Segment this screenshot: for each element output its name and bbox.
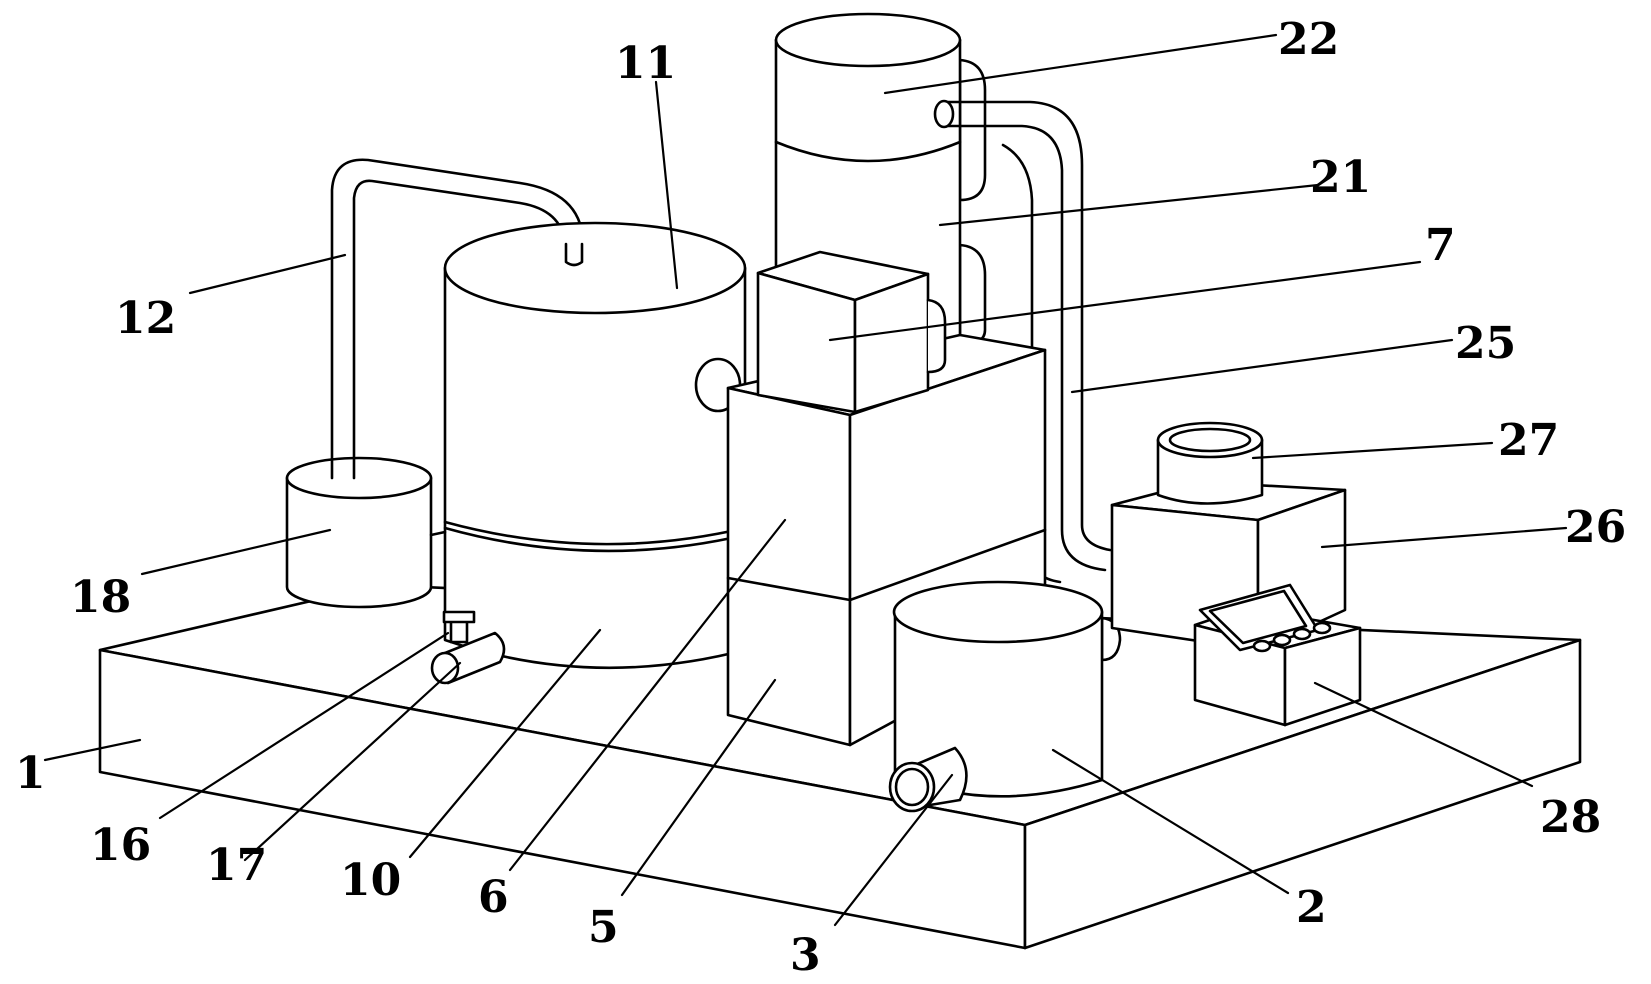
small-tank-18 — [285, 456, 433, 609]
box-7 — [756, 250, 947, 414]
label-11: 11 — [615, 38, 676, 89]
controller-28 — [1193, 583, 1362, 727]
control-knob-icon — [1272, 633, 1292, 647]
label-6: 6 — [478, 872, 509, 923]
leader-lines — [43, 33, 1568, 927]
reference-numerals: 1 2 3 5 6 7 10 11 12 16 17 18 21 22 25 2… — [15, 14, 1626, 981]
control-knob-icon — [1292, 627, 1312, 641]
label-25: 25 — [1455, 318, 1516, 369]
label-2: 2 — [1296, 882, 1327, 933]
label-28: 28 — [1540, 792, 1601, 843]
label-17: 17 — [206, 840, 267, 891]
label-7: 7 — [1425, 220, 1456, 271]
control-knob-icon — [1312, 621, 1332, 635]
box-26 — [1110, 480, 1347, 652]
label-1: 1 — [15, 748, 46, 799]
cylinder-2 — [888, 580, 1122, 813]
label-26: 26 — [1565, 502, 1626, 553]
label-3: 3 — [790, 930, 821, 981]
label-10: 10 — [340, 855, 401, 906]
label-12: 12 — [115, 293, 176, 344]
label-27: 27 — [1498, 415, 1559, 466]
label-5: 5 — [588, 902, 619, 953]
label-18: 18 — [70, 572, 131, 623]
outlet-valve-16-17 — [430, 610, 506, 685]
label-22: 22 — [1278, 14, 1339, 65]
control-knob-icon — [1252, 639, 1272, 653]
cylinder-27 — [1156, 421, 1264, 505]
label-16: 16 — [90, 820, 151, 871]
label-21: 21 — [1310, 152, 1371, 203]
large-tank-10-11 — [429, 221, 747, 670]
